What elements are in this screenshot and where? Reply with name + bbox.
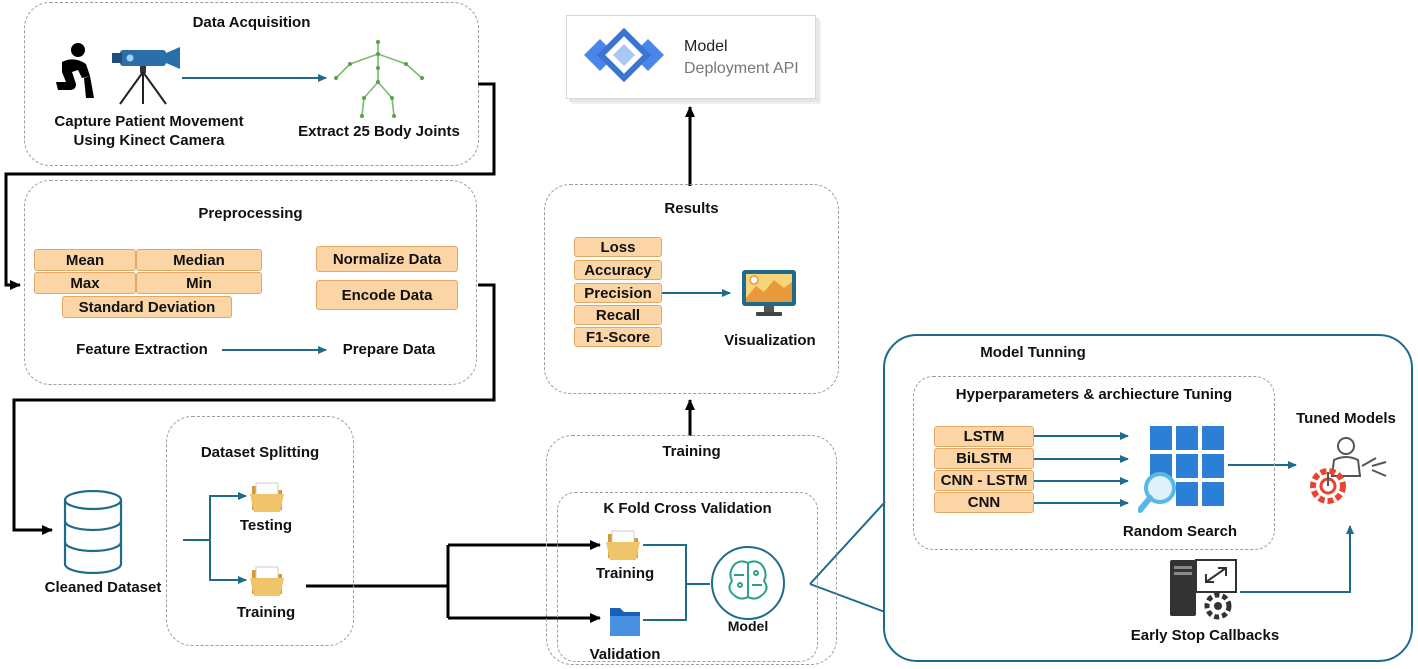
tuned-models-label: Tuned Models: [1296, 410, 1396, 427]
kinect-camera-icon: [112, 47, 180, 105]
split-testing-label: Testing: [239, 517, 293, 534]
metric-chip-accuracy: Accuracy: [574, 260, 662, 280]
results-title: Results: [664, 200, 719, 217]
metric-chip-recall: Recall: [574, 305, 662, 325]
hyperparameter-box: [913, 376, 1275, 550]
data-acquisition-title: Data Acquisition: [192, 14, 311, 31]
split-training-label: Training: [236, 604, 296, 621]
training-title: Training: [662, 443, 721, 460]
testing-folder-icon: [250, 482, 284, 512]
model-chip-lstm: LSTM: [934, 426, 1034, 447]
data-acquisition-box: [24, 2, 479, 166]
kfold-training-label: Training: [595, 565, 655, 582]
metric-chip-f1score: F1-Score: [574, 327, 662, 347]
model-chip-bilstm: BiLSTM: [934, 448, 1034, 469]
deployment-api-line2: Deployment API: [684, 60, 799, 77]
deployment-api-line1: Model: [684, 38, 728, 55]
dataset-splitting-box: [166, 416, 354, 646]
visualization-label: Visualization: [724, 332, 816, 349]
early-stop-label: Early Stop Callbacks: [1130, 627, 1280, 644]
cloud-deployment-icon: [584, 27, 664, 83]
metric-chip-precision: Precision: [574, 283, 662, 303]
stat-chip-std: Standard Deviation: [62, 296, 232, 318]
kfold-training-folder-icon: [606, 530, 640, 560]
metric-chip-loss: Loss: [574, 237, 662, 257]
model-tuning-box: [883, 334, 1413, 662]
capture-label-line1: Capture Patient Movement: [54, 113, 244, 130]
random-search-label: Random Search: [1122, 523, 1238, 540]
training-folder-icon: [250, 566, 284, 596]
skeleton-joints-icon: [334, 40, 424, 118]
preprocessing-box: [24, 180, 477, 385]
random-search-grid-icon: [1138, 426, 1224, 513]
feature-extraction-label: Feature Extraction: [76, 341, 208, 358]
model-brain-icon: [711, 546, 785, 620]
validation-folder-icon: [610, 608, 640, 636]
results-box: [544, 184, 839, 394]
kfold-box: [557, 492, 818, 662]
early-stop-icon: [1170, 559, 1237, 620]
capture-label-line2: Using Kinect Camera: [73, 132, 225, 149]
stat-chip-max: Max: [34, 272, 136, 294]
tuned-models-gear-icon: [1310, 437, 1387, 504]
flow-prep-to-dataset: [12, 283, 496, 535]
flow-model-to-tuning: [809, 501, 886, 613]
stat-chip-min: Min: [136, 272, 262, 294]
kfold-validation-label: Validation: [589, 646, 661, 663]
stat-chip-mean: Mean: [34, 249, 136, 271]
model-label: Model: [727, 618, 769, 634]
flow-acq-to-prep: [4, 82, 496, 290]
flow-kfold-to-model: [643, 544, 710, 621]
normalize-data-chip: Normalize Data: [316, 246, 458, 272]
stat-chip-median: Median: [136, 249, 262, 271]
squatting-person-icon: [56, 43, 94, 98]
model-chip-cnn: CNN: [934, 492, 1034, 513]
cleaned-dataset-label: Cleaned Dataset: [44, 579, 162, 596]
hyperparameter-title: Hyperparameters & archiecture Tuning: [955, 386, 1233, 403]
prepare-data-label: Prepare Data: [342, 341, 436, 358]
dataset-splitting-title: Dataset Splitting: [200, 444, 320, 461]
model-chip-cnn-lstm: CNN - LSTM: [934, 470, 1034, 491]
training-box: [546, 435, 837, 665]
model-tuning-title: Model Tunning: [980, 344, 1086, 361]
encode-data-chip: Encode Data: [316, 280, 458, 310]
database-icon: [63, 490, 123, 574]
flow-dataset-split: [183, 495, 244, 581]
preprocessing-title: Preprocessing: [198, 205, 303, 222]
visualization-monitor-icon: [742, 270, 796, 316]
flow-dataset-to-kfold: [306, 543, 597, 620]
kfold-title: K Fold Cross Validation: [603, 500, 772, 517]
extract-joints-label: Extract 25 Body Joints: [298, 123, 460, 140]
flow-earlystop-to-tuned: [1240, 525, 1354, 593]
deployment-api-card: [566, 15, 816, 99]
